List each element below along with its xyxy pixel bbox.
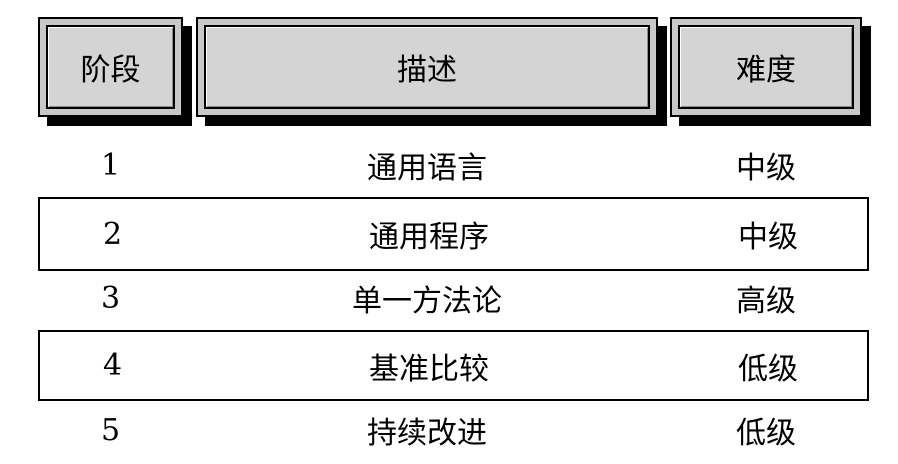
description-cell: 单一方法论 — [352, 284, 502, 319]
description-cell: 持续改进 — [367, 416, 487, 451]
stage-cell: 1 — [100, 147, 121, 183]
table-row: 4 基准比较 低级 — [38, 330, 869, 401]
table-row: 5 持续改进 低级 — [38, 404, 869, 456]
table-row: 2 通用程序 中级 — [38, 197, 869, 271]
description-cell: 基准比较 — [369, 351, 489, 387]
header-description-label: 描述 — [204, 25, 650, 109]
stage-cell: 4 — [102, 348, 123, 383]
header-description: 描述 — [196, 17, 658, 117]
difficulty-cell: 低级 — [736, 416, 796, 451]
description-cell: 通用程序 — [369, 220, 489, 255]
stage-cell: 5 — [100, 412, 121, 448]
difficulty-cell: 中级 — [736, 151, 796, 186]
description-cell: 通用语言 — [367, 151, 487, 186]
difficulty-cell: 中级 — [738, 220, 798, 255]
table-row: 1 通用语言 中级 — [38, 140, 869, 190]
difficulty-cell: 高级 — [736, 284, 796, 319]
header-difficulty-label: 难度 — [678, 25, 854, 109]
stage-cell: 3 — [100, 280, 121, 316]
header-difficulty: 难度 — [670, 17, 862, 117]
header-stage-label: 阶段 — [46, 25, 175, 109]
difficulty-cell: 低级 — [738, 351, 798, 387]
stage-cell: 2 — [102, 216, 123, 252]
table-row: 3 单一方法论 高级 — [38, 273, 869, 323]
header-stage: 阶段 — [38, 17, 183, 117]
